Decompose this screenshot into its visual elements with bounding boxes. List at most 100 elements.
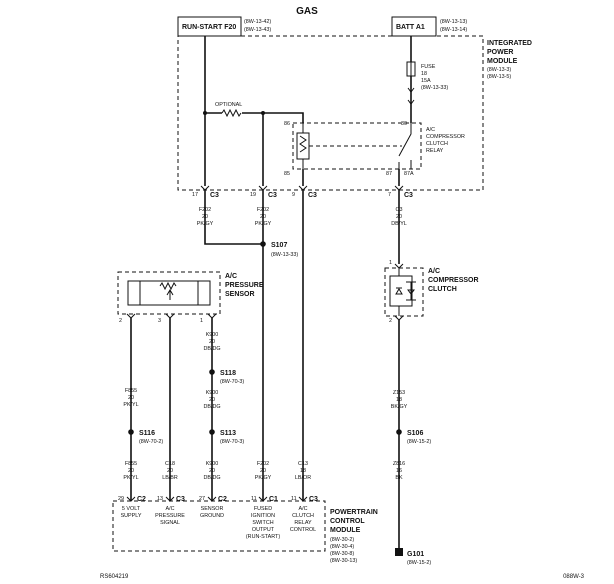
pcm-ref-3: (8W-30-8) [330, 551, 354, 557]
pcm-ref-2: (8W-30-4) [330, 544, 354, 550]
wire-k900-mid-3: DB/DG [203, 404, 220, 410]
pcm-pin-11-c1-desc-2: IGNITION [251, 513, 275, 519]
wire-k900-top-3: DB/DG [203, 346, 220, 352]
wire-f202-a [204, 190, 263, 245]
pcm-pin-11-c1-desc-5: (RUN-START) [246, 534, 280, 540]
pcm-ref-1: (8W-30-2) [330, 537, 354, 543]
wire-z816-1: Z816 [393, 461, 405, 467]
fuse-label-2: 18 [421, 71, 427, 77]
pcm-name-3: MODULE [330, 527, 361, 534]
splice-s106-name: S106 [407, 430, 423, 437]
pcm-pin-29-desc-2: SUPPLY [121, 513, 142, 519]
ipm-connector-9-pin: 9 [292, 192, 295, 198]
sensor-name-2: PRESSURE [225, 282, 264, 289]
ipm-connector-9: 9 C3 [292, 185, 317, 199]
wire-c13-1: C13 [298, 461, 308, 467]
pcm-pin-13-c3: 13 C3 A/C PRESSURE SIGNAL [155, 496, 185, 526]
relay-pin-85: 85 [284, 171, 290, 177]
wire-f202-a-2: 20 [202, 214, 208, 220]
ipm-connector-19-conn: C3 [268, 192, 277, 199]
fuse-symbol [406, 61, 416, 77]
pcm-pin-27-c2: 27 C2 SENSOR GROUND [199, 496, 227, 519]
ipm-ref-1: (8W-13-3) [487, 67, 511, 73]
splice-s118-ref: (8W-70-3) [220, 379, 244, 385]
splice-s113-ref: (8W-70-3) [220, 439, 244, 445]
wire-k900-mid-1: K900 [206, 390, 219, 396]
pcm-ref-4: (8W-30-13) [330, 558, 357, 564]
clutch-diode [395, 268, 416, 316]
relay-pin-87: 87 [386, 171, 392, 177]
pcm-pin-29-desc-1: 5 VOLT [122, 506, 141, 512]
wire-z153-1: Z153 [393, 390, 405, 396]
clutch-pin-1-label: 1 [389, 260, 392, 266]
wire-f202-b-2: 20 [260, 214, 266, 220]
splice-s116-name: S116 [139, 430, 155, 437]
wire-f202-c-3: PK/GY [255, 475, 272, 481]
ipm-connector-7-conn: C3 [404, 192, 413, 199]
batt-ref-1: (8W-13-13) [440, 19, 467, 25]
wire-c3-clutch-2: 20 [396, 214, 402, 220]
pcm-pin-13-conn: C3 [176, 496, 185, 503]
pcm-pin-27-desc-1: SENSOR [201, 506, 224, 512]
pcm-pin-11-c1-desc-4: OUTPUT [252, 527, 275, 533]
wire-c18-1: C18 [165, 461, 175, 467]
wire-f855-top-1: F855 [125, 388, 137, 394]
wire-k900-bot-2: 20 [209, 468, 215, 474]
pcm-pin-11-c3-desc-4: CONTROL [290, 527, 316, 533]
splice-s113 [209, 429, 215, 435]
clutch-name-3: CLUTCH [428, 286, 457, 293]
wire-f202-c-1: F202 [257, 461, 269, 467]
wire-z153-2: 18 [396, 397, 402, 403]
wire-k900-bot-3: DB/DG [203, 475, 220, 481]
clutch-name-2: COMPRESSOR [428, 277, 479, 284]
sensor-pin-3-label: 3 [158, 318, 161, 324]
pcm-boundary [112, 500, 326, 552]
sensor-wiper [139, 281, 199, 305]
wire-c13-3: LB/OR [295, 475, 311, 481]
wire-z816-3: BK [395, 475, 403, 481]
pcm-pin-27-num: 27 [199, 496, 205, 502]
wire-f855-bot-2: 20 [128, 468, 134, 474]
pcm-pin-13-num: 13 [157, 496, 163, 502]
pcm-name-2: CONTROL [330, 518, 365, 525]
pcm-pin-13-desc-2: PRESSURE [155, 513, 185, 519]
splice-s106 [396, 429, 402, 435]
wire-c3-clutch-1: C3 [396, 207, 403, 213]
pcm-pin-11-c3-conn: C3 [309, 496, 318, 503]
pcm-pin-29-conn: C2 [137, 496, 146, 503]
wire-c18-2: 20 [167, 468, 173, 474]
pcm-pin-13-desc-1: A/C [166, 506, 175, 512]
fuse-arrow-2 [407, 99, 415, 105]
wire-f855-bot-3: PK/YL [123, 475, 138, 481]
relay-coil [296, 123, 310, 169]
ipm-name-2: POWER [487, 49, 513, 56]
pcm-name-1: POWERTRAIN [330, 509, 378, 516]
splice-s116-ref: (8W-70-2) [139, 439, 163, 445]
pcm-pin-11-c1: 11 C1 FUSED IGNITION SWITCH OUTPUT (RUN-… [246, 496, 280, 540]
splice-s118 [209, 369, 215, 375]
fuse-arrow-1 [407, 87, 415, 93]
wire-f202-b-1: F202 [257, 207, 269, 213]
pcm-pin-11-c3-desc-2: CLUTCH [292, 513, 314, 519]
footer-right-code: 088W-3 [563, 574, 585, 580]
sensor-pin-2-label: 2 [119, 318, 122, 324]
pcm-pin-27-desc-2: GROUND [200, 513, 224, 519]
clutch-pin-2-connector [394, 315, 404, 321]
ipm-name-3: MODULE [487, 58, 518, 65]
pcm-pin-11-c1-desc-3: SWITCH [252, 520, 273, 526]
pcm-pin-11-c3-desc-3: RELAY [294, 520, 312, 526]
batt-box [391, 16, 437, 37]
wire-c13-2: 18 [300, 468, 306, 474]
wire-f855-bot-1: F855 [125, 461, 137, 467]
wire-c3-clutch-3: DB/YL [391, 221, 407, 227]
wire-k900-top-2: 20 [209, 339, 215, 345]
splice-s116 [128, 429, 134, 435]
sensor-name-3: SENSOR [225, 291, 255, 298]
clutch-coil [389, 275, 413, 307]
ground-g101-ref: (8W-15-2) [407, 560, 431, 566]
relay-switch [398, 123, 412, 169]
ipm-ref-2: (8W-13-5) [487, 74, 511, 80]
relay-feed-junction [261, 111, 265, 115]
ground-g101-name: G101 [407, 551, 424, 558]
